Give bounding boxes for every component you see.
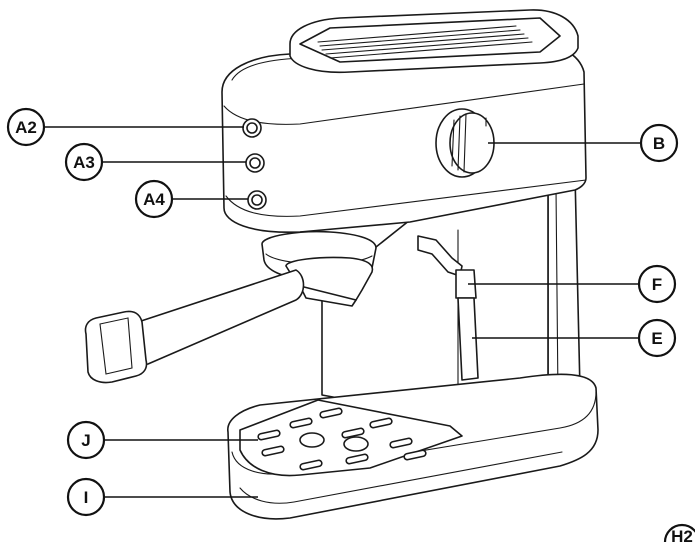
base-lower-ridge xyxy=(239,451,563,504)
steam-knob xyxy=(435,108,495,178)
rear-column-shade xyxy=(555,187,559,399)
callout-h2: H2 xyxy=(663,523,695,542)
callout-e-label: E xyxy=(651,329,662,348)
portafilter-handle xyxy=(120,269,305,369)
steam-wand-collar xyxy=(455,269,477,299)
callout-a2: A2 xyxy=(6,107,244,147)
callout-a3-circle xyxy=(64,142,104,182)
callout-i-circle xyxy=(66,477,106,517)
callout-e-circle xyxy=(637,318,677,358)
portafilter-handle-face xyxy=(99,317,133,375)
cup-warmer-grille xyxy=(317,25,533,59)
callout-b-circle xyxy=(639,123,679,163)
steam-wand-tube xyxy=(457,297,479,381)
callout-j-circle xyxy=(66,420,106,460)
callout-a4-label: A4 xyxy=(143,190,165,209)
callout-b-label: B xyxy=(653,134,665,153)
callout-b: B xyxy=(488,123,679,163)
button-a2 xyxy=(242,118,262,138)
espresso-machine-illustration xyxy=(84,9,599,520)
button-a4 xyxy=(247,190,267,210)
callout-f-label: F xyxy=(652,275,662,294)
callout-a4: A4 xyxy=(134,179,248,219)
callout-a3-label: A3 xyxy=(73,153,95,172)
callout-h2-label: H2 xyxy=(671,527,693,542)
callout-j: J xyxy=(66,420,258,460)
callout-e: E xyxy=(472,318,677,358)
head-housing xyxy=(221,41,587,233)
drip-tray-slots xyxy=(257,407,427,471)
callout-a2-circle xyxy=(6,107,46,147)
callout-a3: A3 xyxy=(64,142,246,182)
callout-f-circle xyxy=(637,264,677,304)
button-a3 xyxy=(245,153,265,173)
callout-f: F xyxy=(468,264,677,304)
callout-h2-circle xyxy=(663,523,695,542)
portafilter-spout xyxy=(299,285,357,307)
head-bottom-band xyxy=(225,179,587,217)
rear-column xyxy=(547,174,581,403)
callout-j-label: J xyxy=(81,431,90,450)
callout-a4-circle xyxy=(134,179,174,219)
callout-i-label: I xyxy=(84,488,89,507)
callout-a2-label: A2 xyxy=(15,118,37,137)
callout-i: I xyxy=(66,477,258,517)
